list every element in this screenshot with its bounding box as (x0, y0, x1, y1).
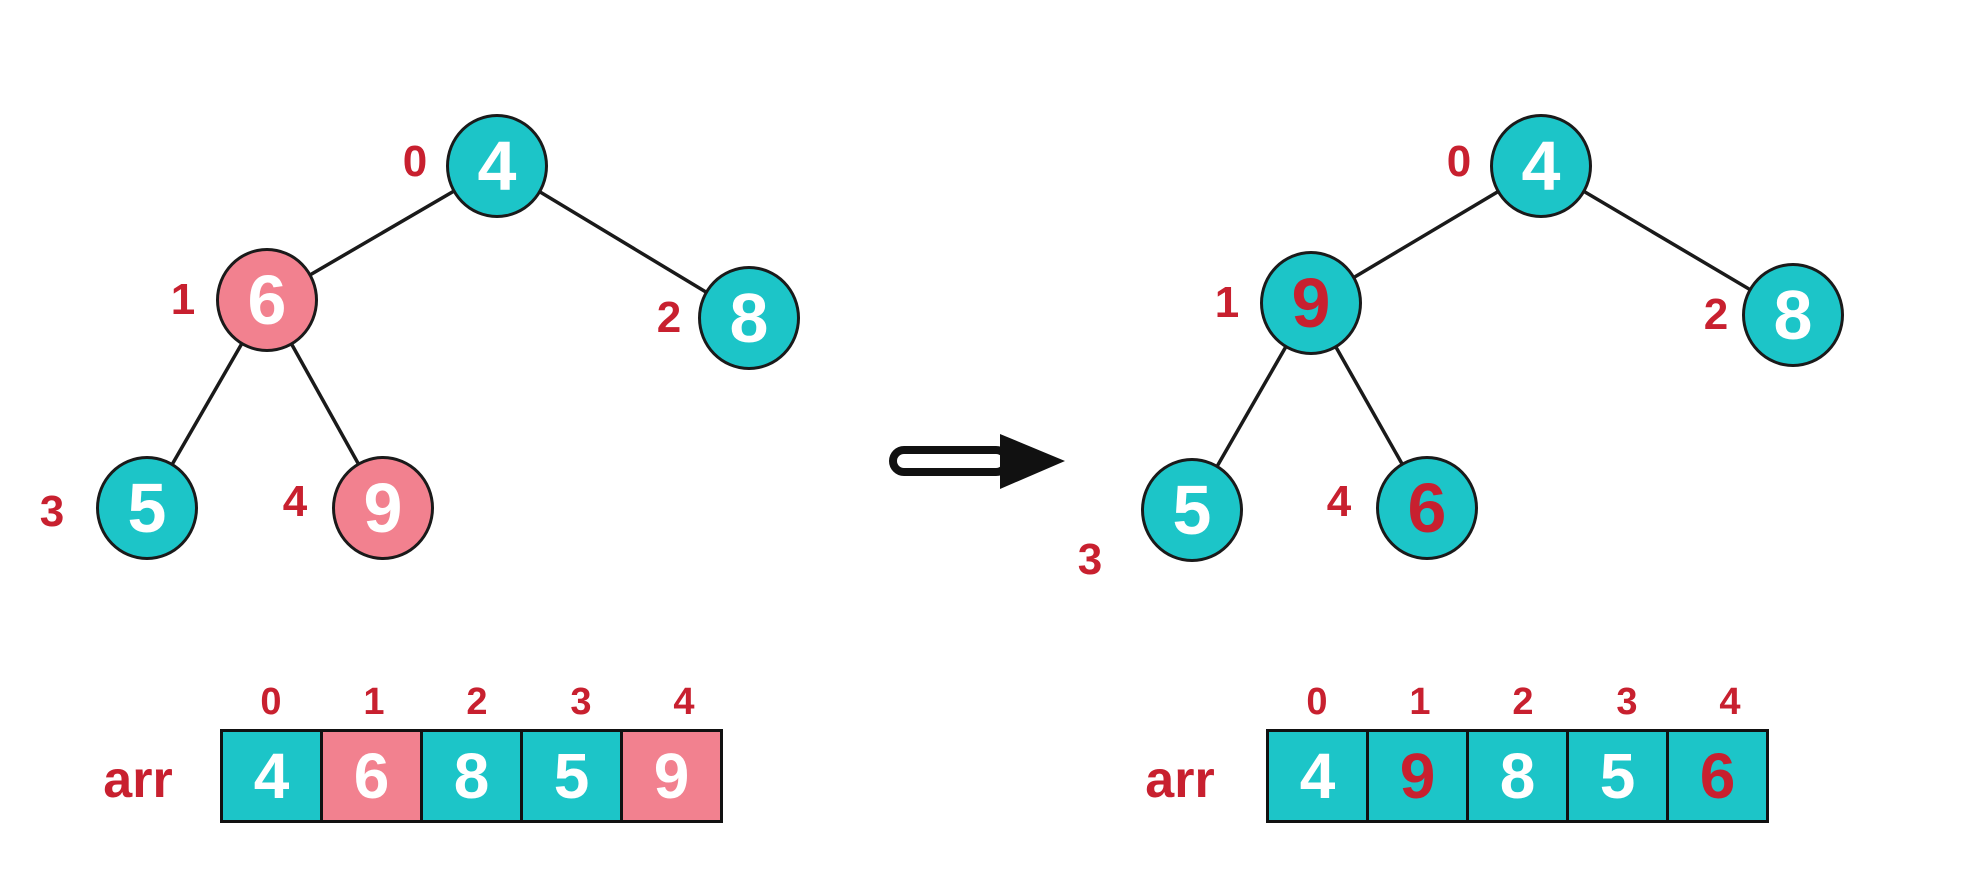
tree-node: 6 (216, 248, 318, 352)
tree-node: 9 (1260, 251, 1362, 355)
node-value: 9 (1291, 264, 1331, 342)
node-value: 6 (1407, 469, 1447, 547)
array-index-label: 0 (260, 681, 282, 723)
node-index-label: 4 (282, 477, 308, 526)
node-value: 8 (729, 279, 769, 357)
array-cell: 9 (1366, 729, 1469, 823)
node-index-label: 1 (1214, 278, 1240, 327)
array-index-label: 1 (1409, 681, 1431, 723)
node-value: 9 (363, 469, 403, 547)
node-value: 4 (1521, 127, 1561, 205)
tree-node: 4 (446, 114, 548, 218)
tree-node: 4 (1490, 114, 1592, 218)
node-index-label: 2 (656, 293, 682, 342)
array-index-label: 4 (1719, 681, 1741, 723)
array-index-label: 2 (466, 681, 488, 723)
node-value: 5 (1172, 471, 1212, 549)
tree-node: 6 (1376, 456, 1478, 560)
array-cell: 6 (1666, 729, 1769, 823)
node-value: 8 (1773, 276, 1813, 354)
array-cell: 8 (1466, 729, 1569, 823)
tree-node: 5 (96, 456, 198, 560)
array-index-label: 2 (1512, 681, 1534, 723)
array-cell: 5 (520, 729, 623, 823)
tree-node: 8 (698, 266, 800, 370)
array-name-label: arr (103, 751, 173, 809)
tree-node: 9 (332, 456, 434, 560)
array-cell: 5 (1566, 729, 1669, 823)
node-index-label: 0 (1446, 137, 1472, 186)
node-index-label: 3 (39, 487, 65, 536)
tree-node: 8 (1742, 263, 1844, 367)
array-cell: 9 (620, 729, 723, 823)
node-value: 4 (477, 127, 517, 205)
node-value: 5 (127, 469, 167, 547)
array-index-label: 4 (673, 681, 695, 723)
array-index-label: 3 (1616, 681, 1638, 723)
node-index-label: 0 (402, 137, 428, 186)
node-index-label: 4 (1326, 477, 1352, 526)
array-cell: 8 (420, 729, 523, 823)
transform-arrow-icon (889, 434, 1065, 489)
tree-node: 5 (1141, 458, 1243, 562)
array-index-label: 1 (363, 681, 385, 723)
array-index-label: 3 (570, 681, 592, 723)
node-index-label: 2 (1703, 290, 1729, 339)
node-value: 6 (247, 261, 287, 339)
array-before: 4 6 8 5 9 (220, 729, 723, 823)
array-cell: 4 (220, 729, 323, 823)
node-index-label: 1 (170, 275, 196, 324)
array-after: 4 9 8 5 6 (1266, 729, 1769, 823)
array-index-label: 0 (1306, 681, 1328, 723)
node-index-label: 3 (1077, 535, 1103, 584)
array-cell: 6 (320, 729, 423, 823)
array-name-label: arr (1145, 751, 1215, 809)
array-cell: 4 (1266, 729, 1369, 823)
